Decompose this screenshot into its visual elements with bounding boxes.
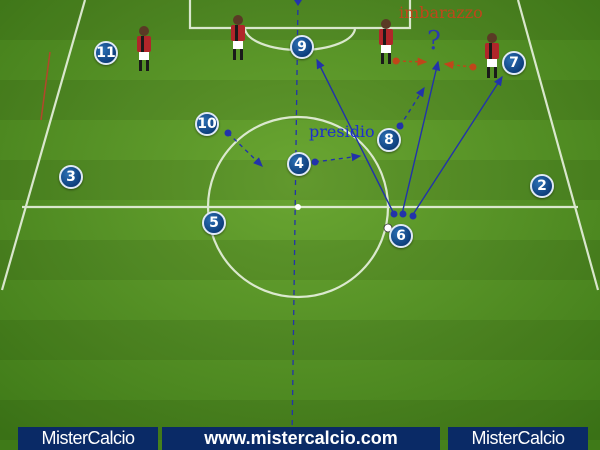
website-url[interactable]: www.mistercalcio.com bbox=[162, 427, 440, 450]
player-marker: 7 bbox=[502, 51, 526, 75]
question-mark: ? bbox=[427, 26, 441, 56]
opponent-player-icon bbox=[137, 26, 151, 71]
player-marker: 3 bbox=[59, 165, 83, 189]
player-marker: 9 bbox=[290, 35, 314, 59]
player-marker: 6 bbox=[389, 224, 413, 248]
player-marker: 4 bbox=[287, 152, 311, 176]
player-marker: 5 bbox=[202, 211, 226, 235]
player-marker: 11 bbox=[94, 41, 118, 65]
player-marker: 8 bbox=[377, 128, 401, 152]
opponent-player-icon bbox=[485, 33, 499, 78]
opponent-player-icon bbox=[231, 15, 245, 60]
embarrass-label: imbarazzo bbox=[399, 3, 483, 22]
player-marker: 10 bbox=[195, 112, 219, 136]
brand-logo-right: MisterCalcio bbox=[448, 427, 588, 450]
opponent-player-icon bbox=[379, 19, 393, 64]
brand-logo-left: MisterCalcio bbox=[18, 427, 158, 450]
player-marker: 2 bbox=[530, 174, 554, 198]
cover-label: presidio bbox=[309, 122, 375, 141]
